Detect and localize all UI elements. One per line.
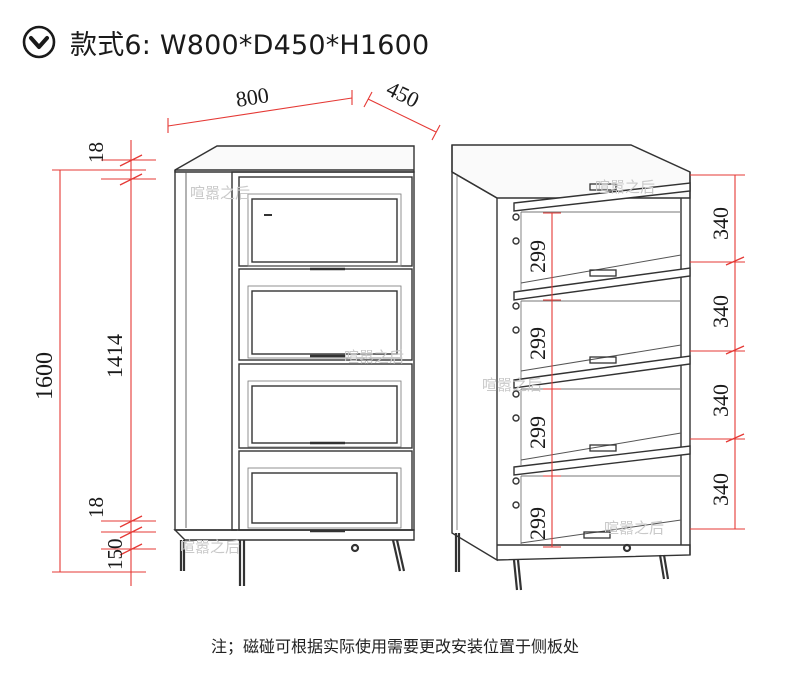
dim-shelf-spacing-4: 340 bbox=[708, 473, 733, 506]
dim-shelf-spacing-2: 340 bbox=[708, 295, 733, 328]
dim-height: 1600 bbox=[32, 352, 58, 400]
watermark-6: 喧嚣之后 bbox=[595, 178, 655, 196]
left-dimensions bbox=[52, 90, 441, 586]
title-row: 款式6: W800*D450*H1600 bbox=[22, 22, 429, 62]
dim-width: 800 bbox=[234, 82, 271, 112]
watermark-1: 喧嚣之后 bbox=[190, 184, 250, 202]
open-cabinet-legs bbox=[454, 533, 670, 591]
right-dimensions bbox=[543, 174, 745, 548]
front-doors bbox=[238, 176, 413, 533]
open-cabinet bbox=[451, 144, 691, 591]
right-dimension-labels: 340 340 340 340 299 299 299 299 bbox=[525, 207, 733, 540]
dim-body: 1414 bbox=[102, 334, 127, 378]
shelves bbox=[512, 182, 691, 545]
dim-shelf-opening-3: 299 bbox=[525, 416, 550, 449]
dim-bottom-board: 18 bbox=[84, 497, 108, 518]
page-title: 款式6: W800*D450*H1600 bbox=[70, 29, 430, 61]
watermark-2: 喧嚣之后 bbox=[344, 348, 404, 366]
watermarks: 喧嚣之后 喧嚣之后 喧嚣之后 喧嚣之后 喧嚣之后 喧嚣之后 bbox=[180, 178, 664, 556]
left-dimension-labels: 800 450 1600 18 1414 18 150 bbox=[32, 76, 423, 570]
dim-shelf-opening-4: 299 bbox=[525, 507, 550, 540]
dim-shelf-opening-2: 299 bbox=[525, 327, 550, 360]
dim-shelf-spacing-1: 340 bbox=[708, 207, 733, 240]
dim-depth: 450 bbox=[383, 76, 424, 113]
footnote: 注；磁碰可根据实际使用需要更改安装位置于侧板处 bbox=[210, 637, 579, 656]
front-legs bbox=[179, 539, 406, 586]
dim-leg: 150 bbox=[103, 539, 127, 571]
dim-shelf-spacing-3: 340 bbox=[708, 384, 733, 417]
watermark-3: 喧嚣之后 bbox=[482, 376, 542, 394]
watermark-4: 喧嚣之后 bbox=[180, 538, 240, 556]
chevron-down-circle-icon bbox=[22, 25, 56, 59]
front-cabinet bbox=[173, 145, 415, 586]
dim-shelf-opening-1: 299 bbox=[525, 240, 550, 273]
watermark-5: 喧嚣之后 bbox=[604, 519, 664, 537]
dim-top-board: 18 bbox=[84, 142, 108, 163]
